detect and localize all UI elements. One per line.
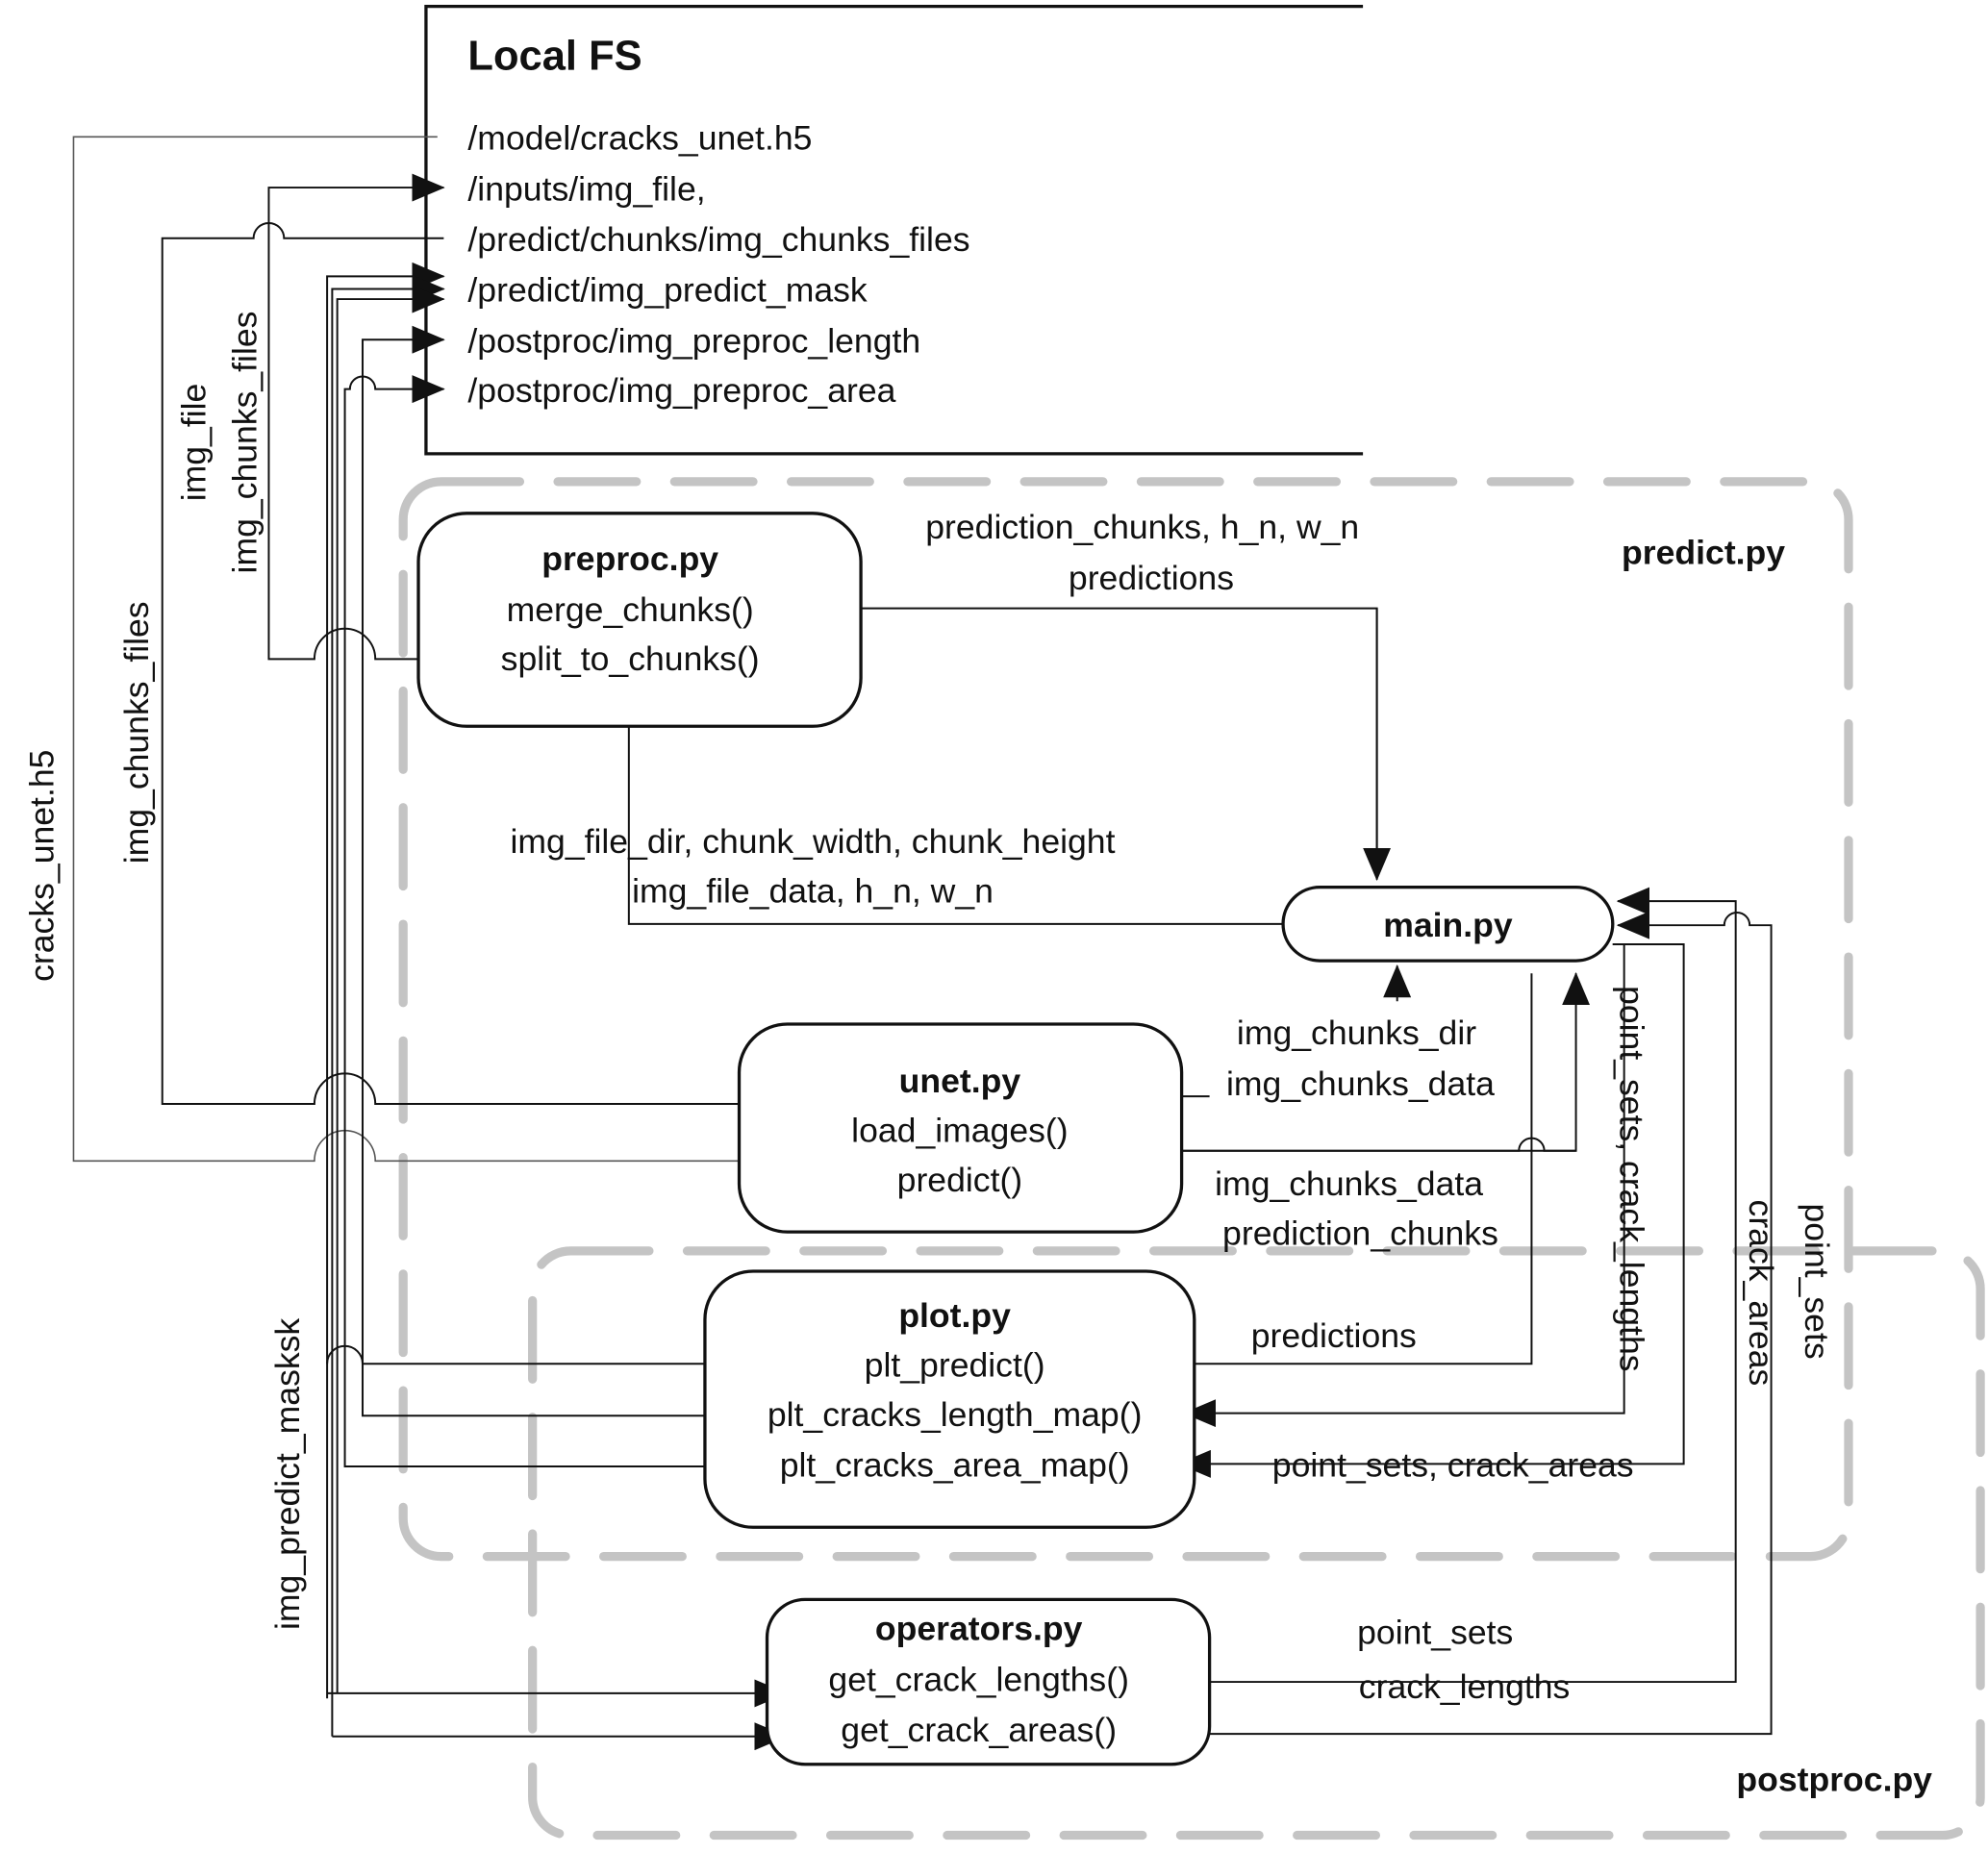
postproc-region-border — [528, 1246, 1985, 1840]
preproc-title: preproc.py — [541, 539, 718, 578]
label-img-chunks-files-inner: img_chunks_files — [225, 312, 264, 574]
edge-predict-mask-3 — [336, 285, 445, 1693]
label-img-chunks-data-lower: img_chunks_data — [1215, 1164, 1483, 1203]
module-main[interactable]: main.py — [1281, 885, 1615, 963]
operators-box[interactable] — [765, 1597, 1212, 1766]
module-operators[interactable]: operators.py get_crack_lengths() get_cra… — [765, 1597, 1212, 1766]
label-predictions-plot: predictions — [1251, 1316, 1417, 1355]
vertical-labels: cracks_unet.h5 img_chunks_files img_file… — [22, 312, 1836, 1630]
unet-fn-load-images: load_images() — [851, 1112, 1068, 1150]
edge-length-map-to-fs — [362, 325, 746, 1417]
label-point-sets-operators: point_sets — [1357, 1614, 1513, 1652]
edge-predict-mask-1 — [326, 262, 445, 1699]
edge-operators-lengths-to-main — [1164, 887, 1737, 1684]
operators-fn-crack-areas: get_crack_areas() — [841, 1711, 1117, 1749]
unet-title: unet.py — [899, 1062, 1021, 1100]
edge-areas-to-plot — [1177, 942, 1685, 1478]
fs-path-predict-mask: /predict/img_predict_mask — [467, 271, 867, 310]
label-img-file: img_file — [175, 384, 214, 502]
label-img-chunks-dir: img_chunks_dir — [1237, 1014, 1476, 1052]
local-fs-title: Local FS — [467, 33, 642, 79]
module-unet[interactable]: unet.py load_images() predict() — [737, 1022, 1184, 1234]
plot-fn-length-map: plt_cracks_length_map() — [768, 1395, 1143, 1434]
preproc-fn-split-to-chunks: split_to_chunks() — [501, 639, 760, 678]
unet-fn-predict: predict() — [897, 1161, 1022, 1199]
label-crack-lengths-operators: crack_lengths — [1359, 1667, 1571, 1706]
plot-fn-plt-predict: plt_predict() — [865, 1345, 1045, 1384]
main-box[interactable] — [1281, 885, 1615, 963]
label-point-sets-vertical: point_sets — [1798, 1203, 1836, 1359]
postproc-region: postproc.py — [528, 1246, 1985, 1840]
edge-img-file-to-fs — [267, 173, 445, 661]
postproc-region-label: postproc.py — [1736, 1760, 1932, 1798]
label-point-sets-crack-areas: point_sets, crack_areas — [1272, 1446, 1634, 1485]
plot-box[interactable] — [703, 1269, 1196, 1529]
preproc-box[interactable] — [416, 512, 863, 728]
label-prediction-chunks-lower: prediction_chunks — [1222, 1214, 1498, 1252]
edge-main-to-split-chunks — [615, 670, 1284, 925]
module-preproc[interactable]: preproc.py merge_chunks() split_to_chunk… — [416, 512, 863, 728]
plot-title: plot.py — [898, 1296, 1011, 1335]
label-img-file-data: img_file_data, h_n, w_n — [632, 871, 994, 910]
operators-fn-crack-lengths: get_crack_lengths() — [828, 1660, 1128, 1698]
fs-path-model: /model/cracks_unet.h5 — [467, 119, 812, 158]
main-title: main.py — [1383, 906, 1513, 944]
label-img-predict-mask: img_predict_masksk — [268, 1318, 307, 1630]
label-crack-areas-vertical: crack_areas — [1742, 1200, 1780, 1387]
edge-predictions-to-plt-predict — [1106, 973, 1533, 1378]
module-plot[interactable]: plot.py plt_predict() plt_cracks_length_… — [703, 1269, 1196, 1529]
label-img-chunks-files-outer: img_chunks_files — [117, 601, 156, 864]
unet-box[interactable] — [737, 1022, 1184, 1234]
edge-operators-areas-to-main — [1161, 911, 1773, 1736]
local-fs: Local FS /model/cracks_unet.h5 /inputs/i… — [424, 4, 1364, 456]
label-predictions-top: predictions — [1069, 559, 1234, 597]
label-img-file-dir: img_file_dir, chunk_width, chunk_height — [510, 822, 1115, 861]
predict-region-border — [398, 477, 1853, 1562]
label-prediction-chunks: prediction_chunks, h_n, w_n — [925, 508, 1359, 546]
label-cracks-unet-h5: cracks_unet.h5 — [22, 750, 61, 982]
label-point-sets-crack-lengths: point_sets, crack_lengths — [1613, 986, 1651, 1371]
plot-fn-area-map: plt_cracks_area_map() — [780, 1446, 1130, 1485]
connectors — [72, 136, 1773, 1751]
predict-region-label: predict.py — [1622, 534, 1785, 572]
edge-cracks-unet — [72, 136, 864, 1175]
edge-area-map-to-fs — [343, 375, 741, 1467]
local-fs-border — [424, 4, 1364, 456]
edge-predict-mask-2 — [331, 275, 445, 1737]
edge-img-chunks-files-outer — [161, 222, 834, 1118]
fs-path-chunks: /predict/chunks/img_chunks_files — [467, 220, 969, 259]
operators-title: operators.py — [875, 1610, 1083, 1648]
fs-path-inputs: /inputs/img_file, — [467, 169, 705, 208]
label-img-chunks-data-upper: img_chunks_data — [1226, 1064, 1495, 1103]
fs-path-preproc-length: /postproc/img_preproc_length — [467, 321, 920, 360]
edge-labels: prediction_chunks, h_n, w_n predictions … — [510, 508, 1633, 1706]
preproc-fn-merge-chunks: merge_chunks() — [507, 590, 754, 629]
fs-path-preproc-area: /postproc/img_preproc_area — [467, 371, 895, 410]
predict-region: predict.py — [398, 477, 1853, 1562]
